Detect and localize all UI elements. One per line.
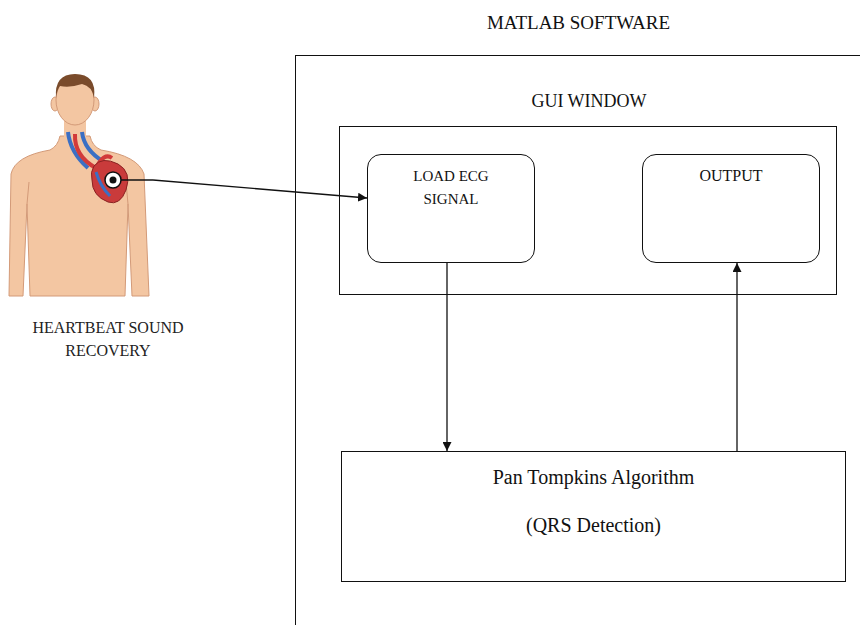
head — [56, 75, 94, 125]
software-frame: MATLAB SOFTWAREGUI WINDOWLOAD ECG SIGNAL… — [295, 55, 860, 625]
sensor-dot — [110, 177, 117, 184]
node-label: OUTPUT — [699, 165, 762, 187]
algorithm-box: Pan Tompkins Algorithm (QRS Detection) — [341, 451, 846, 582]
process-box: LOAD ECG SIGNAL — [367, 154, 535, 263]
node-label: LOAD ECG SIGNAL — [396, 165, 506, 212]
node-subtitle: (QRS Detection) — [526, 512, 661, 538]
signal-lead — [120, 179, 153, 180]
flow-arrow — [736, 263, 737, 451]
process-box: OUTPUT — [642, 154, 820, 263]
node-label: GUI WINDOW — [340, 91, 838, 113]
node-label: HEARTBEAT SOUND RECOVERY — [2, 316, 214, 362]
node-label: Pan Tompkins Algorithm — [493, 464, 695, 490]
hair — [56, 74, 95, 98]
heart — [91, 160, 127, 202]
person-illustration — [8, 72, 153, 298]
gui-window: GUI WINDOWLOAD ECG SIGNALOUTPUT — [339, 126, 837, 295]
person-figure: HEARTBEAT SOUND RECOVERY — [8, 72, 153, 298]
flow-arrow — [153, 180, 367, 198]
node-label: MATLAB SOFTWARE — [296, 12, 860, 35]
sensor-ring — [105, 172, 121, 188]
flow-arrow — [446, 263, 447, 451]
